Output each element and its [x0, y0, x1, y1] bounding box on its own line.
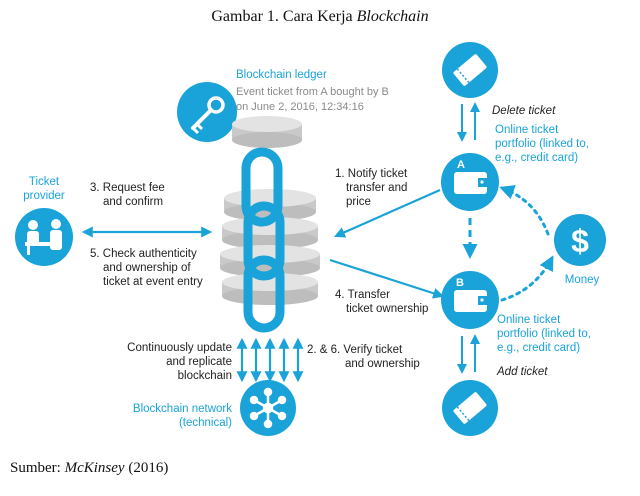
- source-suffix: (2016): [124, 460, 169, 476]
- ledger-event-line1: Event ticket from A bought by B: [236, 86, 389, 98]
- provider-label-line1: Ticket: [29, 176, 60, 188]
- update-line2: and replicate: [166, 356, 232, 368]
- portfolio-b-line1: Online ticket: [497, 314, 561, 326]
- wallet-icon: [454, 172, 487, 194]
- update-line3: blockchain: [178, 370, 232, 382]
- wallet-a-node: A: [441, 153, 499, 211]
- ledger-event-line2: on June 2, 2016, 12:34:16: [236, 101, 364, 113]
- portfolio-b-line3: e.g., credit card): [497, 342, 580, 354]
- delete-ticket-node: [442, 42, 498, 98]
- source-italic: McKinsey: [64, 460, 125, 476]
- wallet-b-node: B: [441, 271, 499, 329]
- step26-line1: 2. & 6. Verify ticket: [307, 344, 403, 356]
- update-line1: Continuously update: [127, 342, 232, 354]
- chain-icon: [241, 147, 285, 333]
- delete-ticket-label: Delete ticket: [492, 105, 556, 117]
- blockchain-network-node: [240, 380, 296, 436]
- step1-line3: price: [346, 196, 371, 208]
- delete-ticket-arrows: [457, 102, 480, 142]
- people-desk-icon: [25, 219, 62, 255]
- money-node: $: [554, 214, 606, 266]
- wallet-a-letter: A: [457, 159, 465, 171]
- replication-arrows: [236, 337, 304, 383]
- caption-prefix: Gambar 1. Cara Kerja: [211, 8, 357, 25]
- figure-source: Sumber: McKinsey (2016): [10, 460, 168, 477]
- disk-top: [232, 116, 302, 148]
- provider-label-line2: provider: [23, 190, 65, 202]
- add-ticket-arrows: [457, 334, 480, 374]
- step3-line2: and confirm: [103, 196, 163, 208]
- figure-caption: Gambar 1. Cara Kerja Blockchain: [0, 8, 640, 26]
- network-label-line2: (technical): [179, 417, 232, 429]
- dollar-icon: $: [571, 223, 589, 259]
- step5-line2: and ownership of: [103, 262, 191, 274]
- ledger-key-node: [177, 82, 237, 142]
- step5-line3: ticket at event entry: [103, 276, 203, 288]
- step5-line1: 5. Check authenticity: [90, 248, 197, 260]
- key-icon: [191, 96, 225, 135]
- source-prefix: Sumber:: [10, 460, 65, 476]
- step1-line2: transfer and: [346, 182, 407, 194]
- step4-line1: 4. Transfer: [335, 289, 390, 301]
- ticket-icon: [453, 392, 487, 424]
- portfolio-a-line1: Online ticket: [495, 124, 559, 136]
- money-to-a-dotted-arrow: [499, 185, 550, 236]
- caption-italic: Blockchain: [356, 8, 429, 25]
- add-ticket-node: [442, 380, 498, 436]
- money-label: Money: [565, 274, 600, 286]
- ticket-icon: [453, 54, 487, 86]
- step3-line1: 3. Request fee: [90, 182, 165, 194]
- portfolio-a-line3: e.g., credit card): [495, 152, 578, 164]
- notify-arrow: [333, 188, 441, 238]
- portfolio-a-line2: portfolio (linked to,: [495, 138, 589, 150]
- step4-line2: ticket ownership: [346, 303, 428, 315]
- add-ticket-label: Add ticket: [496, 366, 548, 378]
- transfer-arrow: [329, 258, 445, 299]
- wallet-b-letter: B: [456, 277, 464, 289]
- network-label-line1: Blockchain network: [133, 403, 232, 415]
- step1-line1: 1. Notify ticket: [335, 168, 408, 180]
- b-to-money-dotted-arrow: [500, 255, 554, 302]
- step26-line2: and ownership: [345, 358, 420, 370]
- ledger-title: Blockchain ledger: [236, 69, 327, 81]
- network-hub-icon: [249, 387, 287, 429]
- ticket-provider-node: [15, 208, 73, 266]
- wallet-icon: [454, 290, 487, 312]
- portfolio-b-line2: portfolio (linked to,: [497, 328, 591, 340]
